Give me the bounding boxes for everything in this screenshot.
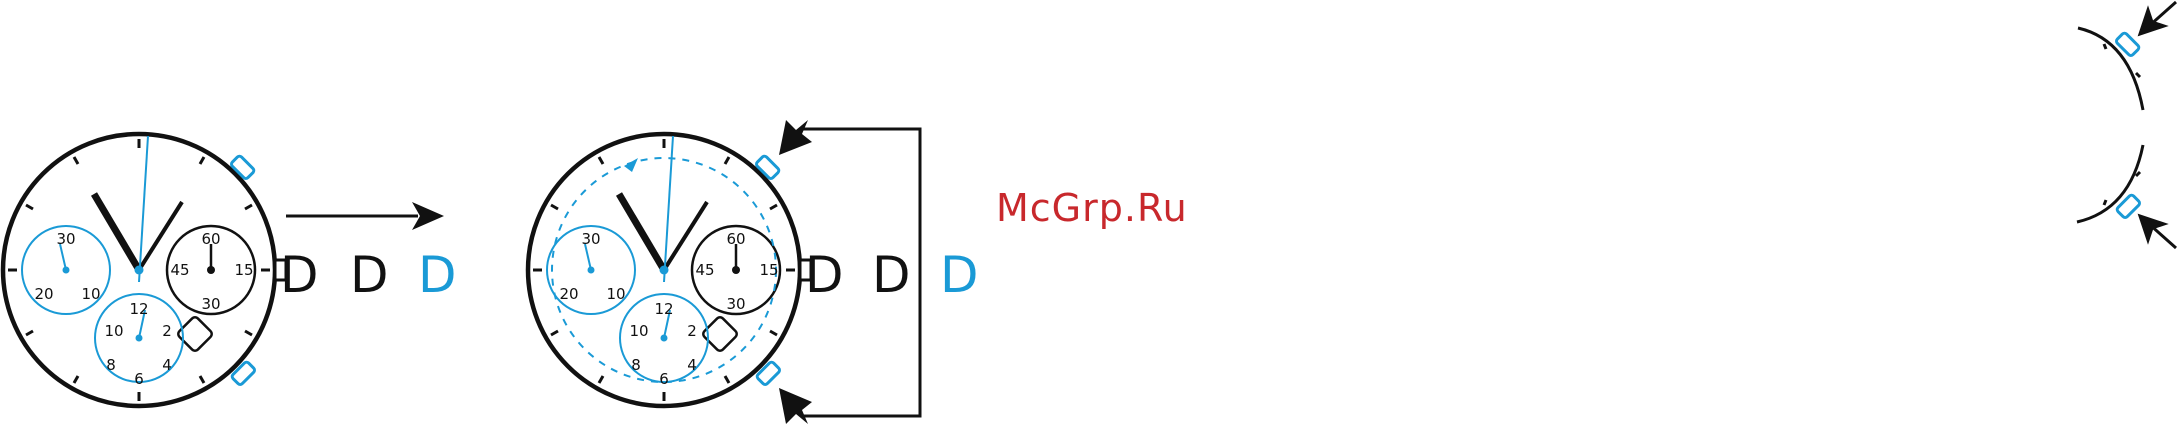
- arrow-to-top-pusher-icon: [779, 120, 812, 155]
- transition-arrow: [286, 202, 444, 230]
- subdial-label: 30: [726, 295, 745, 313]
- subdial-label: 15: [759, 261, 778, 279]
- subdial-label: 60: [726, 230, 745, 248]
- pusher-detail-bottom: [2077, 145, 2176, 248]
- crown-position-label-active: D: [418, 246, 457, 304]
- crown-positions-1: D D D: [280, 246, 457, 304]
- rotation-arrow-icon: [624, 158, 638, 172]
- subdial-label: 2: [687, 322, 697, 340]
- crown-position-label: D: [805, 246, 844, 304]
- crown-position-label-active: D: [940, 246, 979, 304]
- subdial-label: 20: [559, 285, 578, 303]
- watch-1: 30 20 10 60 45 15 30 12 10 2 8 4 6: [3, 134, 286, 406]
- subdial-label: 10: [81, 285, 100, 303]
- subdial-label: 10: [104, 322, 123, 340]
- subdial-label: 15: [234, 261, 253, 279]
- subdial-label: 45: [695, 261, 714, 279]
- subdial-label: 45: [170, 261, 189, 279]
- crown-positions-2: D D D: [805, 246, 979, 304]
- subdial-label: 8: [106, 356, 116, 374]
- subdial-label: 30: [581, 230, 600, 248]
- crown-position-label: D: [872, 246, 911, 304]
- subdial-label: 30: [56, 230, 75, 248]
- subdial-label: 4: [162, 356, 172, 374]
- subdial-label: 6: [659, 370, 669, 388]
- press-arrow-icon: [2140, 2, 2176, 34]
- subdial-label: 6: [134, 370, 144, 388]
- subdial-label: 10: [629, 322, 648, 340]
- left-subdial-labels: 30 20 10: [34, 230, 100, 303]
- watermark: McGrp.Ru: [996, 186, 1188, 230]
- left-subdial-labels: 30 20 10: [559, 230, 625, 303]
- crown-position-label: D: [280, 246, 319, 304]
- subdial-label: 30: [201, 295, 220, 313]
- subdial-label: 4: [687, 356, 697, 374]
- subdial-label: 12: [129, 300, 148, 318]
- pusher-detail-top: [2078, 2, 2176, 110]
- crown-position-label: D: [350, 246, 389, 304]
- press-arrow-icon: [2140, 216, 2176, 248]
- subdial-label: 20: [34, 285, 53, 303]
- subdial-label: 60: [201, 230, 220, 248]
- subdial-label: 10: [606, 285, 625, 303]
- subdial-label: 12: [654, 300, 673, 318]
- subdial-label: 2: [162, 322, 172, 340]
- arrow-to-bottom-pusher-icon: [779, 388, 812, 424]
- subdial-label: 8: [631, 356, 641, 374]
- watch-2: 30 20 10 60 45 15 30 12 10 2 8 4 6: [528, 134, 811, 406]
